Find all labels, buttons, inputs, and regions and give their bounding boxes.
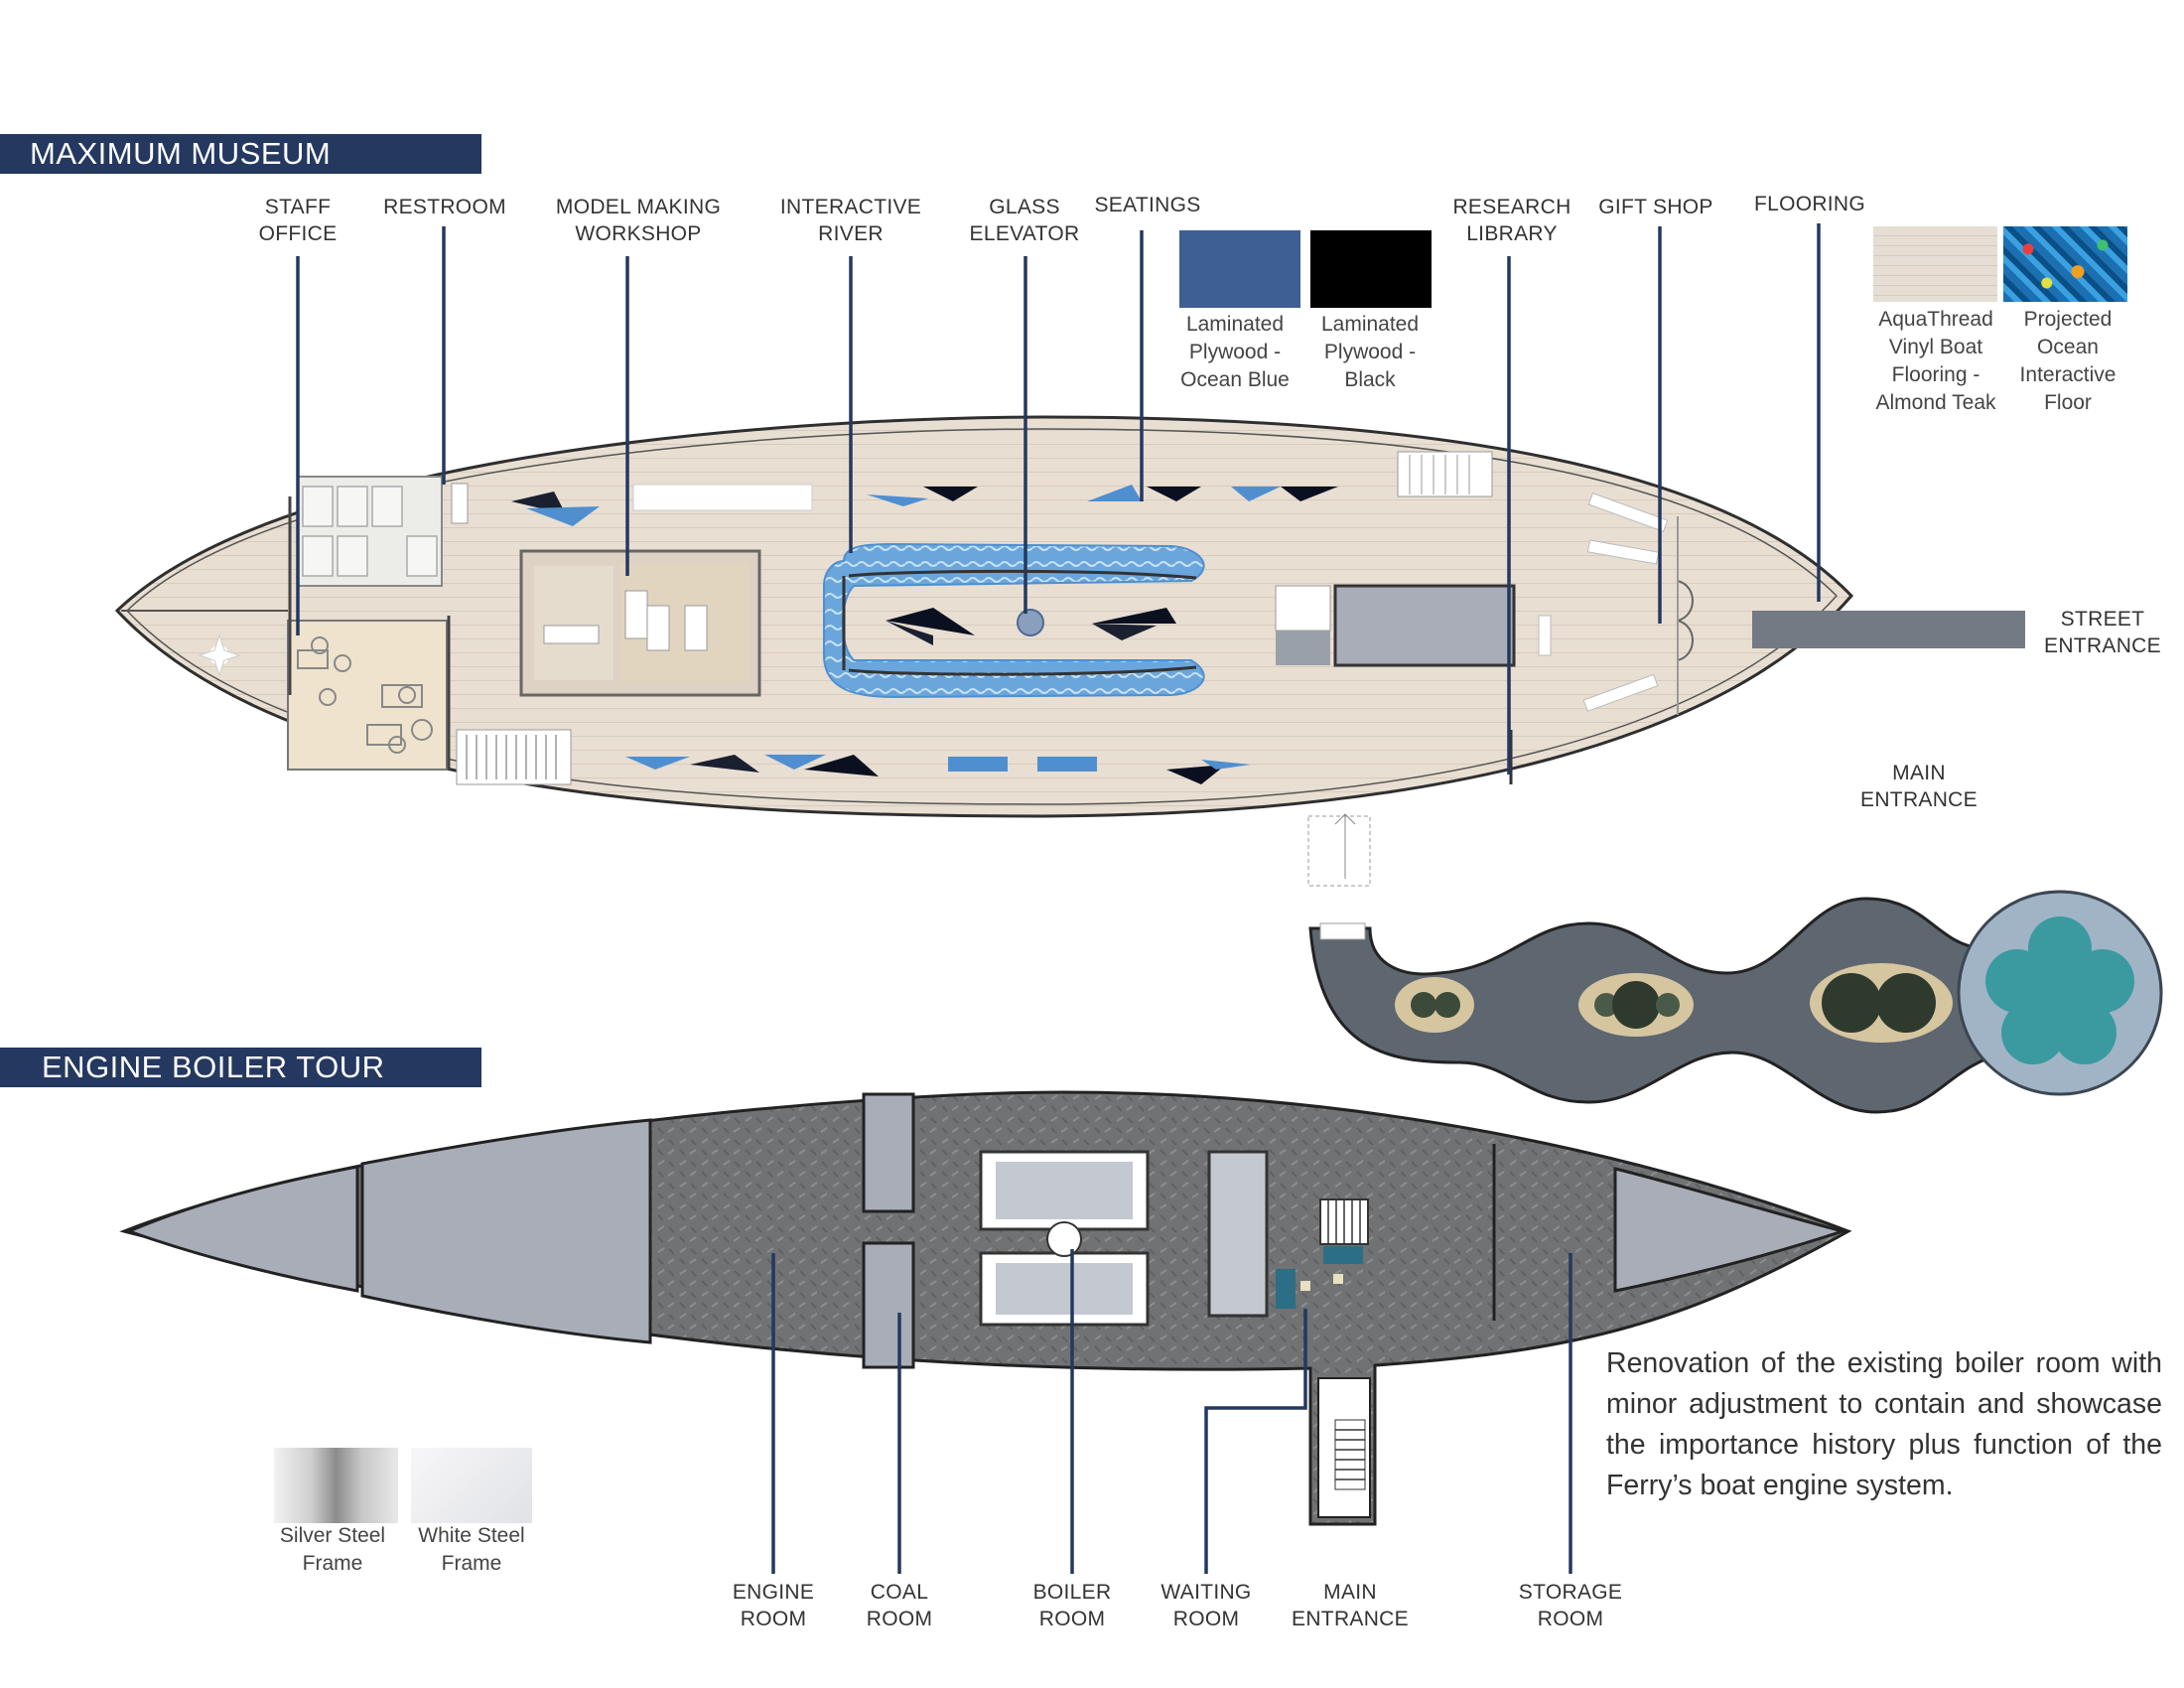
leader-lines [296, 223, 1821, 1574]
engine-boiler-tour-banner: ENGINE BOILER TOUR [0, 1048, 481, 1087]
swatch-silver-steel [274, 1448, 398, 1523]
seating-pieces [511, 485, 1338, 784]
swatch-white-steel [411, 1448, 532, 1523]
forward-hold [360, 1118, 652, 1344]
swatch-ocean-blue [1179, 230, 1300, 308]
swatch-projected-ocean [2003, 226, 2127, 302]
staff-office-furniture [297, 636, 433, 754]
label-flooring: FLOORING [1753, 193, 1866, 215]
label-seatings: SEATINGS [1094, 194, 1201, 216]
fountain-icon [1985, 916, 2134, 1064]
gift-shop-shelves [1538, 492, 1669, 712]
boiler-ship-plan [119, 1090, 1852, 1526]
compass-rose-icon [198, 633, 241, 677]
label-gift-shop: GIFT SHOP [1598, 196, 1713, 218]
engine-block [1207, 1150, 1269, 1318]
coal-room-upper [862, 1092, 915, 1213]
street-entrance-bridge [1752, 611, 2025, 648]
label-restroom: RESTROOM [383, 196, 506, 218]
boiler-tour-description: Renovation of the existing boiler room w… [1606, 1347, 2162, 1501]
glass-elevator-icon [1017, 609, 1044, 636]
swatch-black [1310, 230, 1432, 308]
bow-compartment [124, 1165, 359, 1293]
stern-compartment [1613, 1167, 1848, 1293]
museum-ship-plan [114, 415, 2163, 1114]
maritime-museum-banner: MAXIMUM MUSEUM [0, 134, 481, 174]
research-library-room [1333, 584, 1516, 667]
planter-islands [1395, 963, 1953, 1043]
interactive-river [823, 542, 1205, 699]
coal-room-lower [862, 1241, 915, 1369]
swatch-almond-teak [1873, 226, 1997, 302]
